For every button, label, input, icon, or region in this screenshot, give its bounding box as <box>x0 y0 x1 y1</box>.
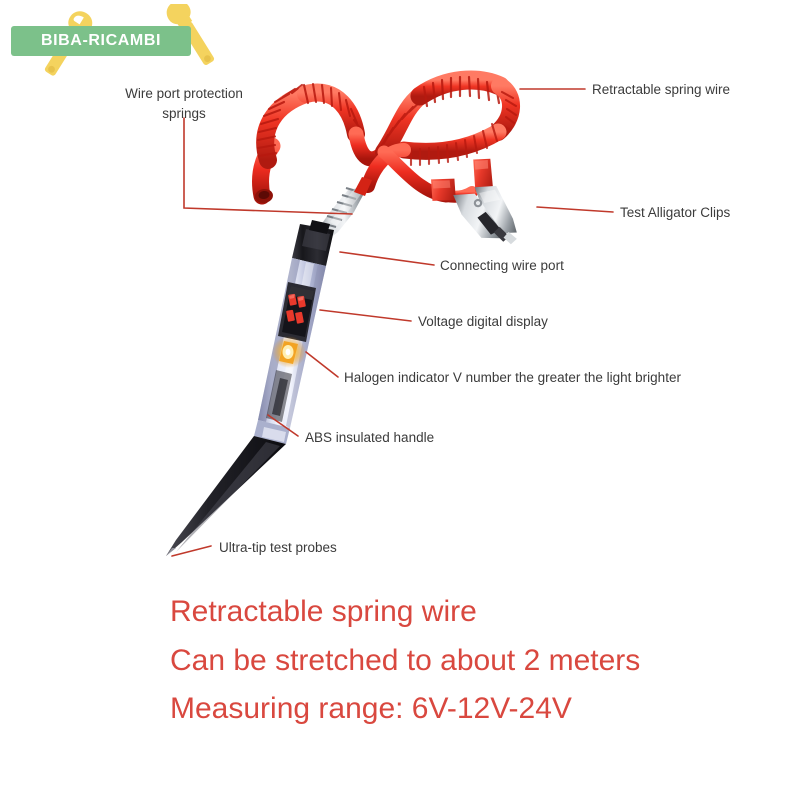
annotation-abs-insulated-handle: ABS insulated handle <box>305 430 435 445</box>
leader-test-alligator-clips <box>536 206 614 213</box>
brand-banner: BIBA-RICAMBI <box>11 26 191 56</box>
brand-name: BIBA-RICAMBI <box>40 32 162 49</box>
annotation-line-2: springs <box>162 106 206 122</box>
brand-watermark: BIBA-RICAMBI <box>6 4 236 76</box>
leader-abs-handle <box>267 414 299 437</box>
annotation-retractable-spring-wire: Retractable spring wire <box>592 82 731 97</box>
annotation-wire-port-protection-springs: Wire port protection springs <box>106 84 262 125</box>
tester-body <box>254 220 334 444</box>
promo-line-1: Retractable spring wire <box>170 595 477 628</box>
annotation-line-1: Wire port protection <box>125 86 243 101</box>
ultra-tip-test-probe <box>166 436 286 556</box>
leader-halogen-indicator <box>305 351 339 378</box>
promo-line-2: Can be stretched to about 2 meters <box>170 643 641 677</box>
annotation-voltage-digital-display: Voltage digital display <box>418 314 548 329</box>
leader-connecting-wire-port <box>339 251 435 266</box>
halogen-indicator-bulb <box>272 336 306 368</box>
promo-line-3: Measuring range: 6V-12V-24V <box>170 692 572 726</box>
annotation-test-alligator-clips: Test Alligator Clips <box>620 205 731 220</box>
promo-text-block: Retractable spring wire Can be stretched… <box>170 588 640 734</box>
alligator-clip <box>431 158 517 245</box>
voltage-display-window <box>278 282 316 342</box>
annotation-ultra-tip-test-probes: Ultra-tip test probes <box>219 540 337 555</box>
leader-ultra-tip-probes <box>171 545 212 557</box>
annotation-halogen-indicator: Halogen indicator V number the greater t… <box>344 370 681 385</box>
leader-voltage-display <box>319 309 412 322</box>
annotation-connecting-wire-port: Connecting wire port <box>440 258 564 273</box>
leader-wire-port-springs <box>183 117 353 215</box>
